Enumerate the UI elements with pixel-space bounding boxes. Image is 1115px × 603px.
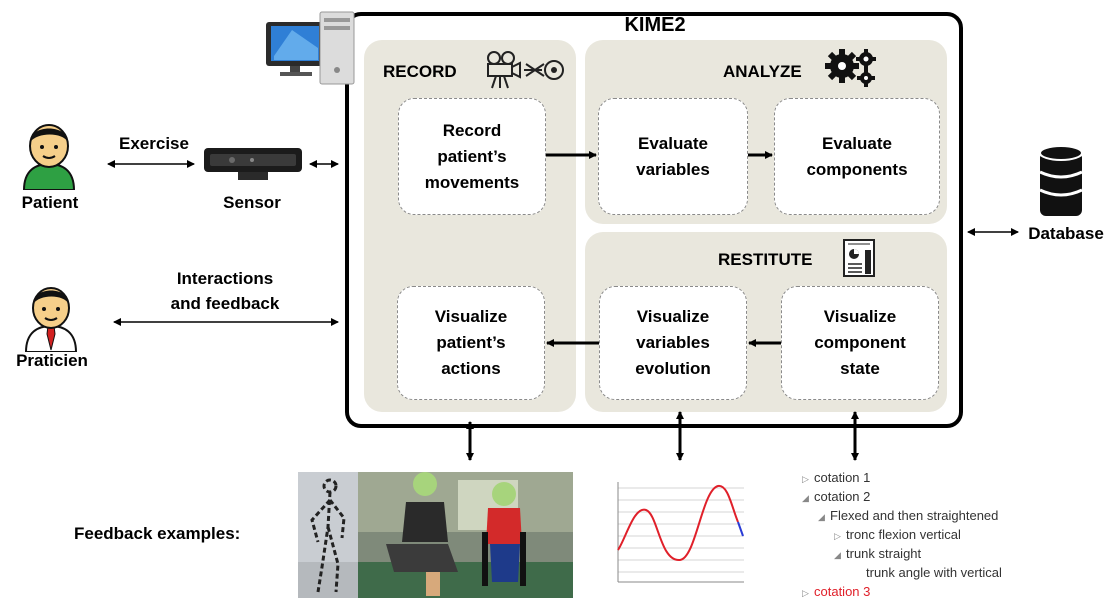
database-label: Database xyxy=(1028,224,1104,243)
feedback-examples-label: Feedback examples: xyxy=(74,524,241,543)
skeleton-overlay xyxy=(310,478,346,593)
tree-item[interactable]: ▷tronc flexion vertical xyxy=(834,525,961,546)
database-icon xyxy=(1039,145,1083,216)
restitute-panel-title: RESTITUTE xyxy=(718,250,813,269)
feedback-curve-tail xyxy=(737,521,744,537)
record-panel-title: RECORD xyxy=(383,62,457,81)
system-title: KIME2 xyxy=(624,14,686,36)
visualize-evolution-box: Visualize variables evolution xyxy=(599,286,747,400)
camera-icon xyxy=(487,51,564,89)
exercise-label: Exercise xyxy=(119,134,189,153)
gears-icon xyxy=(825,49,876,87)
tree-item[interactable]: ◢cotation 2 xyxy=(802,487,870,508)
evaluate-variables-box: Evaluate variables xyxy=(598,98,748,215)
feedback-curve-chart xyxy=(616,478,744,588)
analyze-panel-title: ANALYZE xyxy=(723,62,802,81)
evaluate-components-box: Evaluate components xyxy=(774,98,940,215)
tree-item: trunk angle with vertical xyxy=(866,565,1002,580)
interactions-label: Interactions and feedback xyxy=(170,269,280,313)
praticien-icon xyxy=(24,287,78,352)
praticien-label: Praticien xyxy=(16,351,88,370)
visualize-actions-box: Visualize patient’s actions xyxy=(397,286,545,400)
feedback-video-image xyxy=(298,472,573,598)
collapsed-triangle-icon: ▷ xyxy=(802,474,809,484)
expanded-triangle-icon: ◢ xyxy=(834,550,841,560)
patient-icon xyxy=(22,124,76,190)
visualize-state-box: Visualize component state xyxy=(781,286,939,400)
feedback-curve-line xyxy=(617,485,739,562)
sensor-icon xyxy=(204,148,302,180)
tree-item[interactable]: ▷cotation 3 xyxy=(802,582,870,603)
tree-item[interactable]: ◢Flexed and then straightened xyxy=(818,506,998,527)
tree-item[interactable]: ▷cotation 1 xyxy=(802,468,870,489)
collapsed-triangle-icon: ▷ xyxy=(834,531,841,541)
sensor-label: Sensor xyxy=(223,193,281,212)
expanded-triangle-icon: ◢ xyxy=(802,493,809,503)
record-movements-box: Record patient’s movements xyxy=(398,98,546,215)
kime2-system-frame xyxy=(345,12,963,428)
expanded-triangle-icon: ◢ xyxy=(818,512,825,522)
feedback-tree: ▷cotation 1 ◢cotation 2 ◢Flexed and then… xyxy=(800,466,1035,599)
computer-icon xyxy=(266,11,355,85)
collapsed-triangle-icon: ▷ xyxy=(802,588,809,598)
tree-item[interactable]: ◢trunk straight xyxy=(834,544,921,565)
report-icon xyxy=(843,239,875,277)
patient-label: Patient xyxy=(21,193,79,212)
